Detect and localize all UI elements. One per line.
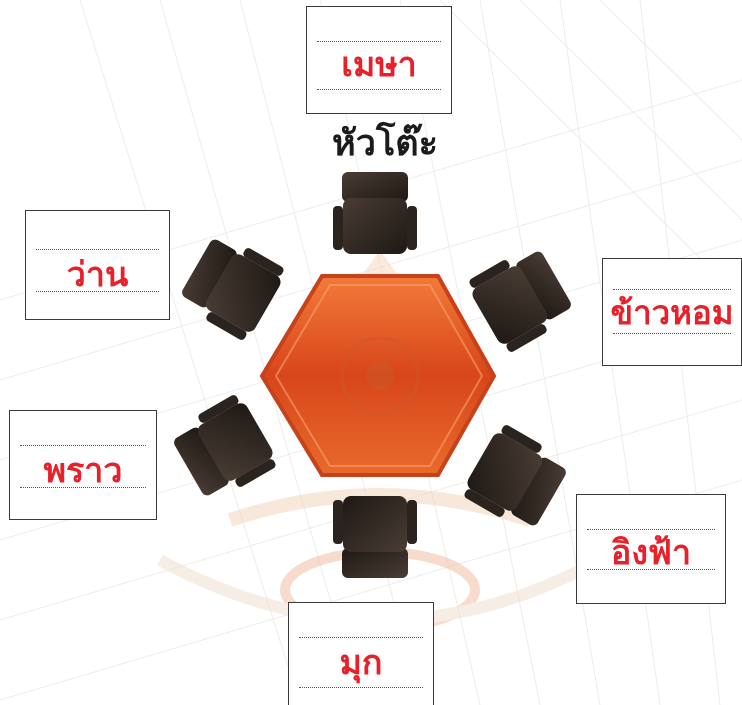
dotted-line bbox=[20, 445, 146, 446]
dotted-line bbox=[613, 333, 731, 334]
dotted-line bbox=[587, 529, 715, 530]
name-box-top-right: ข้าวหอม bbox=[602, 258, 742, 366]
name-box-top: เมษา bbox=[306, 6, 452, 114]
name-box-bottom-left: พราว bbox=[9, 410, 157, 520]
seat-name: ว่าน bbox=[66, 255, 129, 295]
seat-name: อิงฟ้า bbox=[610, 533, 692, 573]
dotted-line bbox=[587, 569, 715, 570]
seat-name: พราว bbox=[43, 451, 123, 491]
dotted-line bbox=[36, 291, 159, 292]
dotted-line bbox=[317, 89, 441, 90]
dotted-line bbox=[299, 637, 423, 638]
name-box-bottom: มุก bbox=[288, 602, 434, 705]
hexagon-table bbox=[259, 274, 497, 477]
seat-name: ข้าวหอม bbox=[610, 293, 734, 332]
chair-top-left bbox=[182, 239, 284, 340]
chair-bottom bbox=[333, 496, 417, 578]
dotted-line bbox=[299, 687, 423, 688]
name-box-bottom-right: อิงฟ้า bbox=[576, 494, 726, 604]
dotted-line bbox=[20, 487, 146, 488]
name-box-top-left: ว่าน bbox=[25, 210, 170, 320]
seat-name: มุก bbox=[339, 643, 383, 683]
chair-bottom-left bbox=[174, 395, 276, 496]
chair-top bbox=[333, 172, 417, 254]
dotted-line bbox=[317, 41, 441, 42]
chair-bottom-right bbox=[464, 425, 566, 526]
dotted-line bbox=[36, 249, 159, 250]
seat-name: เมษา bbox=[341, 45, 417, 85]
head-of-table-label: หัวโต๊ะ bbox=[332, 123, 438, 164]
dotted-line bbox=[613, 289, 731, 290]
chair-top-right bbox=[469, 251, 571, 352]
